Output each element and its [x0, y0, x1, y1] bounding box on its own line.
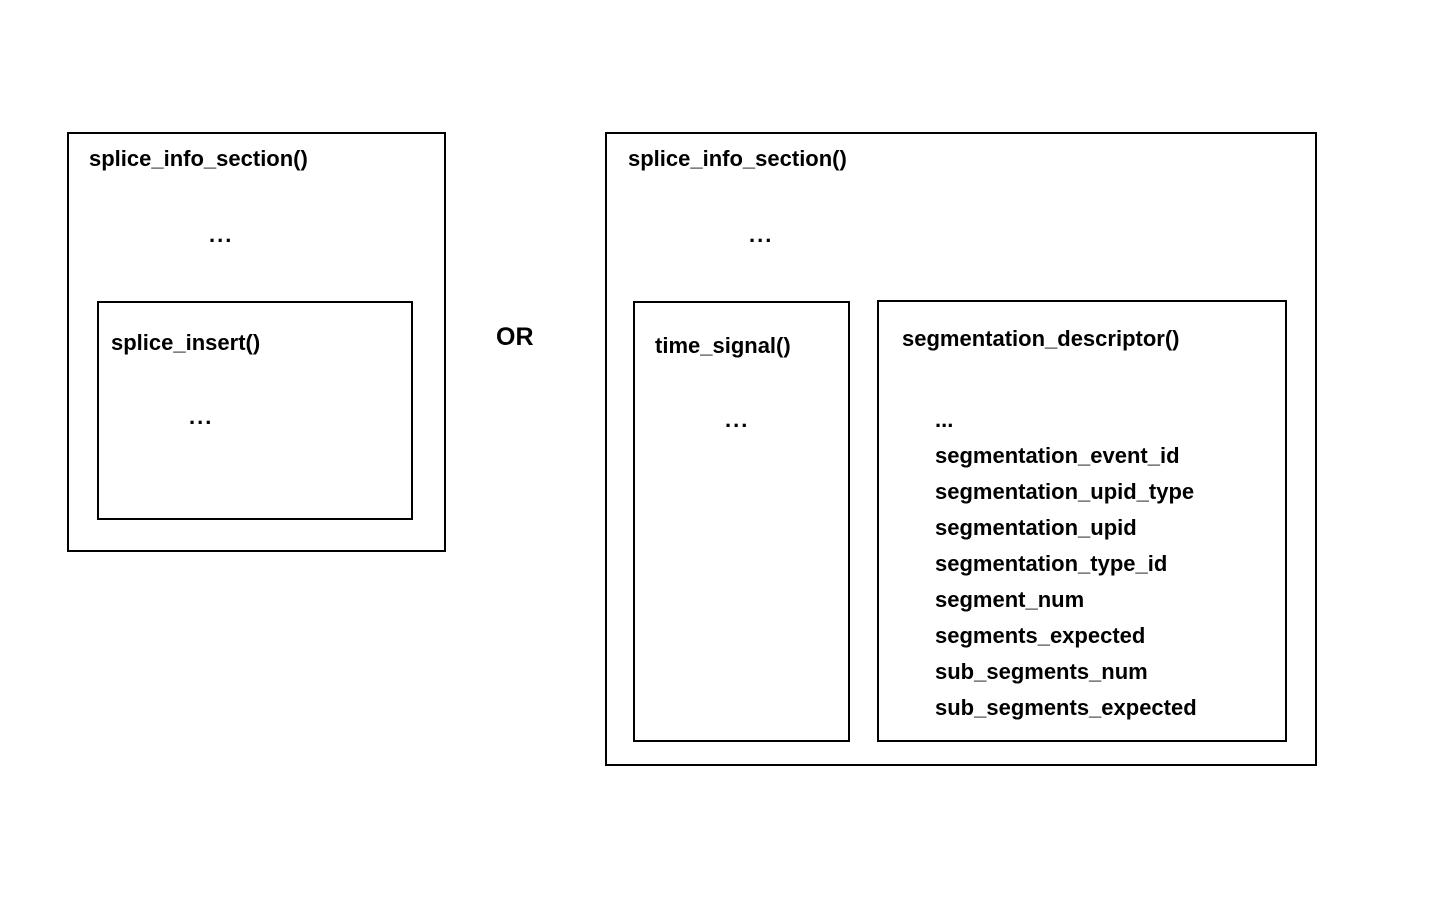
- splice-info-section-box-left: splice_info_section() ... splice_insert(…: [67, 132, 446, 552]
- field-segmentation-upid-type: segmentation_upid_type: [935, 479, 1195, 504]
- field-sub-segments-expected: sub_segments_expected: [935, 695, 1197, 720]
- time-signal-title: time_signal(): [655, 333, 791, 358]
- ellipsis-right-outer: ...: [749, 222, 774, 247]
- field-segmentation-event-id: segmentation_event_id: [935, 443, 1180, 468]
- field-segmentation-upid: segmentation_upid: [935, 515, 1137, 540]
- splice-insert-box: splice_insert() ...: [97, 301, 413, 520]
- time-signal-box: time_signal() ...: [633, 301, 850, 742]
- or-label: OR: [496, 323, 534, 351]
- ellipsis-time-signal: ...: [725, 407, 750, 432]
- field-segmentation-type-id: segmentation_type_id: [935, 551, 1168, 576]
- segmentation-descriptor-box: segmentation_descriptor() ... segmentati…: [877, 300, 1287, 742]
- segmentation-descriptor-field-list: ... segmentation_event_id segmentation_u…: [935, 402, 1197, 726]
- ellipsis-left-outer: ...: [209, 222, 234, 247]
- field-segment-num: segment_num: [935, 587, 1085, 612]
- field-segments-expected: segments_expected: [935, 623, 1146, 648]
- splice-info-section-title-left: splice_info_section(): [89, 146, 308, 171]
- field-sub-segments-num: sub_segments_num: [935, 659, 1148, 684]
- splice-info-section-box-right: splice_info_section() ... time_signal() …: [605, 132, 1317, 766]
- ellipsis-splice-insert: ...: [189, 404, 214, 429]
- splice-insert-title: splice_insert(): [111, 330, 261, 355]
- splice-info-section-title-right: splice_info_section(): [628, 146, 847, 171]
- ellipsis-segmentation-descriptor: ...: [935, 407, 954, 432]
- segmentation-descriptor-title: segmentation_descriptor(): [902, 326, 1180, 351]
